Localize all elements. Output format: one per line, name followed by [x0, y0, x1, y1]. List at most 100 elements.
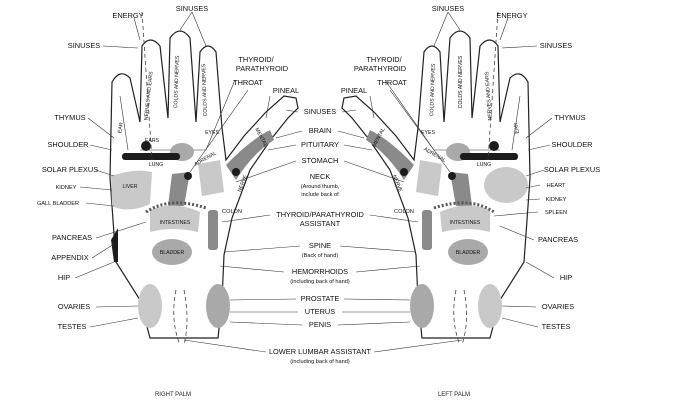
left-throat-label: THROAT: [377, 78, 407, 87]
left-pancreas-label: PANCREAS: [538, 235, 578, 244]
left-ears-dot: [489, 141, 499, 151]
right-thyroid-label-1: THYROID/: [238, 55, 274, 64]
left-ovaries-zone: [478, 284, 502, 328]
left-palm-caption: LEFT PALM: [438, 392, 470, 398]
neck-note-2: include back of: [301, 192, 339, 198]
right-ovaries-zone: [138, 284, 162, 328]
brain-label: BRAIN: [309, 126, 332, 135]
neck-label: NECK: [310, 172, 331, 181]
right-solar-plexus-label: SOLAR PLEXUS: [42, 165, 98, 174]
uterus-label: UTERUS: [305, 307, 335, 316]
right-thumb-zone: [226, 130, 274, 180]
right-palm-labels: ENERGY SINUSES SINUSES THYROID/ PARATHYR…: [37, 4, 299, 331]
right-colds-nerves-text-1: COLDS AND NERVES: [173, 55, 181, 108]
hemorrhoids-note: (including back of hand): [290, 279, 350, 285]
right-sinuses-top-label: SINUSES: [176, 4, 209, 13]
right-intestines-text: INTESTINES: [160, 220, 191, 226]
left-intestine-coil: [433, 201, 495, 214]
left-lung-band: [460, 153, 518, 160]
right-appendix-label: APPENDIX: [51, 253, 88, 262]
right-throat-dot: [184, 172, 192, 180]
left-ovaries-label: OVARIES: [542, 302, 574, 311]
left-testes-label: TESTES: [542, 322, 571, 331]
right-adrenal-zone: [168, 172, 190, 206]
left-adrenal-palm-zone: [416, 160, 442, 196]
penis-label: PENIS: [309, 320, 331, 329]
left-colds-nerves-text-2: COLDS AND NERVES: [458, 55, 464, 108]
left-intestines-zone: [440, 205, 490, 232]
right-ear-text: EAR: [117, 122, 125, 134]
right-liver-zone: [111, 170, 152, 210]
right-nerves-ears-text: NERVES AND EARS: [143, 71, 154, 121]
left-colds-nerves-text-1: COLDS AND NERVES: [429, 63, 437, 116]
right-testes-label: TESTES: [58, 322, 87, 331]
right-pineal-label: PINEAL: [273, 86, 299, 95]
right-adrenal-palm-zone: [198, 160, 224, 196]
left-colon-label: COLON: [394, 209, 414, 215]
right-finger-crease: [119, 95, 129, 151]
left-eyes-text: EYES: [421, 130, 435, 136]
pituitary-label: PITUITARY: [301, 140, 339, 149]
right-ears-dot: [141, 141, 151, 151]
right-liver-text: LIVER: [123, 184, 138, 190]
right-hand: [109, 11, 299, 346]
right-prostate-zone: [206, 284, 230, 328]
stomach-label: STOMACH: [302, 156, 339, 165]
left-thyroid-label-1: THYROID/: [366, 55, 402, 64]
left-sinuses-label: SINUSES: [540, 41, 573, 50]
right-palm-caption: RIGHT PALM: [155, 392, 191, 398]
right-appendix-zone: [111, 228, 118, 262]
left-shoulder-label: SHOULDER: [551, 140, 592, 149]
right-thymus-label: THYMUS: [54, 113, 85, 122]
right-lumbar-dash: [173, 289, 181, 346]
sinuses-center-label: SINUSES: [304, 107, 337, 116]
left-solar-plexus-label: SOLAR PLEXUS: [544, 165, 600, 174]
spine-note: (Back of hand): [302, 253, 339, 259]
left-lung-text: LUNG: [477, 162, 491, 168]
left-kidney-label: KIDNEY: [546, 197, 567, 203]
right-pineal-dot: [232, 168, 240, 176]
left-spleen-label: SPLEEN: [545, 210, 567, 216]
leader-lines: [74, 11, 555, 353]
right-lung-band: [122, 153, 180, 160]
right-pancreas-label: PANCREAS: [52, 233, 92, 242]
left-energy-label: ENERGY: [496, 11, 527, 20]
right-thyroid-label-2: PARATHYROID: [236, 64, 288, 73]
left-prostate-zone: [410, 284, 434, 328]
right-colon-bar: [208, 210, 218, 250]
right-lumbar-dash-2: [183, 289, 188, 346]
thyroid-assistant-label-1: THYROID/PARATHYROID: [276, 210, 364, 219]
right-bladder-zone: [152, 239, 192, 265]
right-energy-label: ENERGY: [112, 11, 143, 20]
left-heart-zone: [484, 167, 528, 203]
right-sinuses-label: SINUSES: [68, 41, 101, 50]
right-energy-dash: [141, 11, 153, 161]
right-intestine-coil: [145, 201, 207, 214]
left-lumbar-dash-2: [461, 289, 467, 346]
left-colon-bar: [422, 210, 432, 250]
hemorrhoids-label: HEMORRHOIDS: [292, 267, 348, 276]
right-ears-text: EARS: [145, 138, 160, 144]
lower-lumbar-note: (including back of hand): [290, 359, 350, 365]
left-thyroid-label-2: PARATHYROID: [354, 64, 406, 73]
right-hip-label: HIP: [58, 273, 70, 282]
left-hand: [341, 11, 531, 346]
right-throat-label: THROAT: [233, 78, 263, 87]
left-bladder-zone: [448, 239, 488, 265]
left-heart-label: HEART: [547, 183, 566, 189]
prostate-label: PROSTATE: [301, 294, 340, 303]
right-colon-label: COLON: [222, 209, 242, 215]
neck-note-1: (Around thumb,: [301, 184, 340, 190]
center-labels: SINUSES BRAIN PITUITARY STOMACH NECK (Ar…: [269, 107, 372, 365]
left-hip-label: HIP: [560, 273, 572, 282]
left-finger-crease: [511, 95, 521, 151]
left-adrenal-zone: [450, 172, 472, 206]
left-pineal-dot: [400, 168, 408, 176]
spine-label: SPINE: [309, 241, 331, 250]
left-thymus-label: THYMUS: [554, 113, 585, 122]
right-gall-bladder-label: GALL BLADDER: [37, 201, 79, 207]
right-eyes-text: EYES: [205, 130, 219, 136]
left-nerves-ears-text: NERVES AND EARS: [484, 71, 493, 121]
right-kidney-label: KIDNEY: [56, 185, 77, 191]
